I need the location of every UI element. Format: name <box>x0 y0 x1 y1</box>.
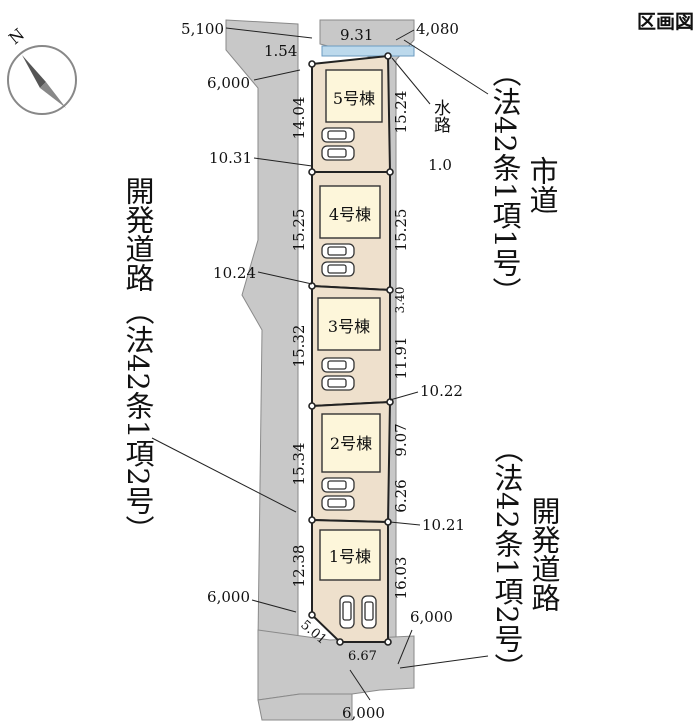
car-icon <box>339 595 355 629</box>
svg-text:N: N <box>5 25 28 49</box>
dev-road-left-label: 開発道路 <box>121 176 155 292</box>
dim-lot5-right: 15.24 <box>392 91 410 134</box>
road-width-top-right: 4,080 <box>416 20 459 38</box>
dim-lot3-right-short: 3.40 <box>393 287 407 314</box>
road-width-bottom: 6,000 <box>342 704 385 722</box>
dim-lot2-left: 15.34 <box>290 443 308 486</box>
building-2 <box>321 413 381 473</box>
car-icon <box>321 357 355 373</box>
dim-div-2-1: 10.21 <box>422 516 465 534</box>
dim-lot2-right-upper: 9.07 <box>392 423 410 456</box>
dim-lot4-right: 15.25 <box>392 209 410 252</box>
lower-road-strip <box>257 693 353 721</box>
dim-div-3-2: 10.22 <box>420 382 463 400</box>
car-icon <box>321 243 355 259</box>
dim-lot2-right-lower: 6.26 <box>392 479 410 512</box>
building-5 <box>325 69 383 123</box>
car-icon <box>321 127 355 143</box>
survey-points <box>308 52 394 646</box>
dim-lot1-right: 16.03 <box>392 557 410 600</box>
car-icon <box>321 261 355 277</box>
waterway-label: 水路 <box>430 99 451 133</box>
building-4 <box>319 185 381 239</box>
road-width-lower-left: 6,000 <box>207 588 250 606</box>
dim-div-4-3: 10.24 <box>213 264 256 282</box>
dim-lot5-left: 14.04 <box>290 97 308 140</box>
dim-top-frontage: 9.31 <box>340 26 373 44</box>
house-2-label: 2号棟 <box>330 434 372 453</box>
waterway-width: 1.0 <box>428 156 452 174</box>
house-1-label: 1号棟 <box>329 547 371 566</box>
road-width-bottom-right: 6,000 <box>410 608 453 626</box>
road-width-upper-left: 6,000 <box>207 74 250 92</box>
dim-div-5-4: 10.31 <box>209 149 252 167</box>
waterway <box>321 45 415 57</box>
city-road-law: （法42条1項1号） <box>488 58 522 306</box>
house-3-label: 3号棟 <box>328 317 370 336</box>
buildings <box>317 69 383 581</box>
dev-road-right-label: 開発道路 <box>527 496 561 612</box>
car-icon <box>321 495 355 511</box>
dev-road-left-law: （法42条1項2号） <box>121 296 155 544</box>
north-arrow-icon: N <box>5 25 77 115</box>
car-icon <box>321 145 355 161</box>
dim-lot4-left: 15.25 <box>290 209 308 252</box>
page-title: 区画図 <box>637 11 694 33</box>
house-4-label: 4号棟 <box>329 205 371 224</box>
car-icon <box>321 477 355 493</box>
building-3 <box>317 297 381 351</box>
car-icon <box>361 595 377 629</box>
city-road-label: 市道 <box>525 156 559 214</box>
leader-lines <box>151 27 489 701</box>
dim-lot1-left: 12.38 <box>290 545 308 588</box>
car-icon <box>321 375 355 391</box>
dim-top-corner: 1.54 <box>264 42 297 60</box>
dim-lot3-right: 11.91 <box>392 337 410 380</box>
house-5-label: 5号棟 <box>333 89 375 108</box>
building-1 <box>319 529 381 581</box>
left-development-road <box>225 19 299 641</box>
road-width-top-left: 5,100 <box>181 20 224 38</box>
dim-lot3-left: 15.32 <box>290 325 308 368</box>
dim-bottom-frontage: 6.67 <box>348 649 377 664</box>
dev-road-right-law: （法42条1項2号） <box>490 434 524 682</box>
parking <box>321 127 377 629</box>
